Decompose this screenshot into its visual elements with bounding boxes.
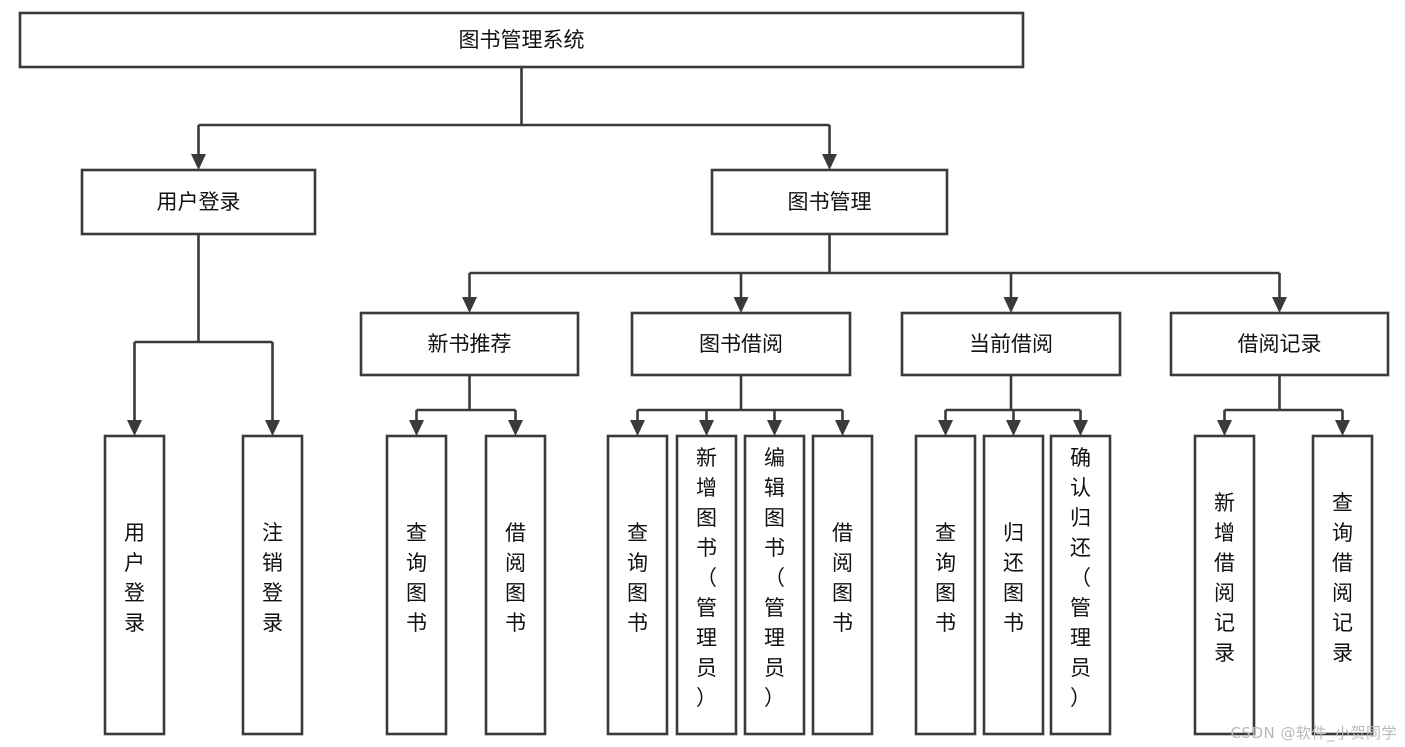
- leaf-user-login-box[interactable]: [103, 434, 166, 736]
- edge-borrow-record-arrow-0: [1217, 420, 1232, 436]
- node-layer: 图书管理系统用户登录图书管理新书推荐图书借阅当前借阅借阅记录用户登录注销登录查询…: [18, 11, 1390, 736]
- edge-borrow-record-arrow-1: [1335, 420, 1350, 436]
- node-book-borrow-box[interactable]: [630, 311, 852, 377]
- edge-root-arrow-0: [191, 154, 206, 170]
- node-user-login-label: 用户登录: [157, 190, 241, 214]
- node-current-borrow-label: 当前借阅: [969, 332, 1053, 356]
- leaf-confirm-return-admin[interactable]: 确认归还（管理员）: [1049, 434, 1112, 736]
- leaf-add-borrow-record-box[interactable]: [1193, 434, 1256, 736]
- node-new-book-recommend-box[interactable]: [359, 311, 580, 377]
- node-borrow-record-box[interactable]: [1169, 311, 1390, 377]
- leaf-query-borrow-record-label: 查询借阅记录: [1332, 491, 1353, 665]
- leaf-borrow-book-1-box[interactable]: [484, 434, 547, 736]
- edge-root-arrow-1: [822, 154, 837, 170]
- node-book-management-box[interactable]: [710, 168, 949, 236]
- edge-user-login-arrow-0: [127, 420, 142, 436]
- leaf-confirm-return-admin-box[interactable]: [1049, 434, 1112, 736]
- leaf-borrow-book-2-label: 借阅图书: [832, 521, 853, 635]
- leaf-query-book-2-box[interactable]: [606, 434, 669, 736]
- leaf-query-borrow-record-box[interactable]: [1311, 434, 1374, 736]
- leaf-add-borrow-record-label: 新增借阅记录: [1214, 491, 1235, 665]
- edge-current-borrow-arrow-2: [1073, 420, 1088, 436]
- leaf-borrow-book-1-label: 借阅图书: [505, 521, 526, 635]
- leaf-query-book-3-box[interactable]: [914, 434, 977, 736]
- node-new-book-recommend[interactable]: 新书推荐: [359, 311, 580, 377]
- watermark-text: CSDN @软件_小贺同学: [1230, 724, 1397, 742]
- leaf-logout-login[interactable]: 注销登录: [241, 434, 304, 736]
- node-new-book-recommend-label: 新书推荐: [428, 332, 512, 356]
- leaf-logout-login-label: 注销登录: [262, 521, 283, 635]
- edge-book-management-arrow-0: [462, 297, 477, 313]
- leaf-query-book-2-label: 查询图书: [627, 521, 648, 635]
- leaf-query-book-3[interactable]: 查询图书: [914, 434, 977, 736]
- leaf-borrow-book-2-box[interactable]: [811, 434, 874, 736]
- node-book-borrow[interactable]: 图书借阅: [630, 311, 852, 377]
- root-node-book-management-system[interactable]: 图书管理系统: [18, 11, 1025, 69]
- node-user-login[interactable]: 用户登录: [80, 168, 317, 236]
- connector-layer: [127, 67, 1350, 436]
- edge-current-borrow-arrow-0: [938, 420, 953, 436]
- node-current-borrow[interactable]: 当前借阅: [900, 311, 1122, 377]
- leaf-return-book-label: 归还图书: [1003, 521, 1024, 635]
- leaf-add-book-admin-label: 新增图书（管理员）: [696, 446, 717, 710]
- leaf-edit-book-admin-box[interactable]: [743, 434, 806, 736]
- leaf-query-borrow-record[interactable]: 查询借阅记录: [1311, 434, 1374, 736]
- node-user-login-box[interactable]: [80, 168, 317, 236]
- edge-book-borrow-arrow-0: [630, 420, 645, 436]
- node-borrow-record[interactable]: 借阅记录: [1169, 311, 1390, 377]
- leaf-query-book-1-label: 查询图书: [406, 521, 427, 635]
- leaf-borrow-book-2[interactable]: 借阅图书: [811, 434, 874, 736]
- edge-book-borrow-arrow-3: [835, 420, 850, 436]
- node-book-borrow-label: 图书借阅: [699, 332, 783, 356]
- leaf-query-book-1-box[interactable]: [385, 434, 448, 736]
- edge-book-borrow-arrow-2: [767, 420, 782, 436]
- leaf-user-login-label: 用户登录: [124, 521, 145, 635]
- root-node-book-management-system-label: 图书管理系统: [459, 28, 585, 52]
- leaf-return-book-box[interactable]: [982, 434, 1045, 736]
- edge-new-book-arrow-0: [409, 420, 424, 436]
- leaf-confirm-return-admin-label: 确认归还（管理员）: [1070, 446, 1091, 710]
- edge-book-management-arrow-1: [733, 297, 749, 313]
- root-node-book-management-system-box[interactable]: [18, 11, 1025, 69]
- leaf-query-book-2[interactable]: 查询图书: [606, 434, 669, 736]
- leaf-return-book[interactable]: 归还图书: [982, 434, 1045, 736]
- node-book-management-label: 图书管理: [788, 190, 872, 214]
- leaf-user-login[interactable]: 用户登录: [103, 434, 166, 736]
- edge-book-management-arrow-3: [1272, 297, 1287, 313]
- edge-current-borrow-arrow-1: [1006, 420, 1021, 436]
- edge-new-book-arrow-1: [508, 420, 523, 436]
- node-current-borrow-box[interactable]: [900, 311, 1122, 377]
- edge-book-management-arrow-2: [1003, 297, 1019, 313]
- leaf-query-book-1[interactable]: 查询图书: [385, 434, 448, 736]
- leaf-query-book-3-label: 查询图书: [935, 521, 956, 635]
- leaf-logout-login-box[interactable]: [241, 434, 304, 736]
- edge-user-login-arrow-1: [265, 420, 280, 436]
- leaf-add-borrow-record[interactable]: 新增借阅记录: [1193, 434, 1256, 736]
- node-book-management[interactable]: 图书管理: [710, 168, 949, 236]
- leaf-borrow-book-1[interactable]: 借阅图书: [484, 434, 547, 736]
- node-borrow-record-label: 借阅记录: [1238, 332, 1322, 356]
- leaf-add-book-admin[interactable]: 新增图书（管理员）: [675, 434, 738, 736]
- leaf-add-book-admin-box[interactable]: [675, 434, 738, 736]
- leaf-edit-book-admin-label: 编辑图书（管理员）: [764, 446, 785, 710]
- leaf-edit-book-admin[interactable]: 编辑图书（管理员）: [743, 434, 806, 736]
- edge-book-borrow-arrow-1: [699, 420, 714, 436]
